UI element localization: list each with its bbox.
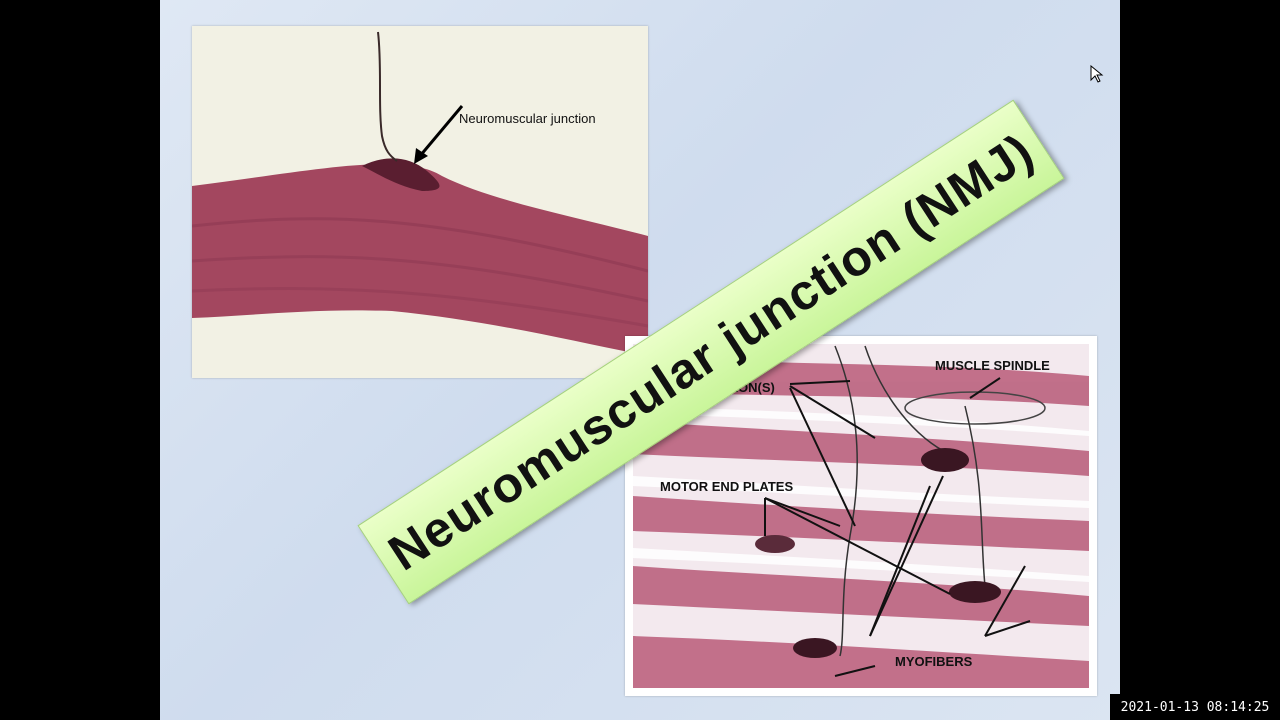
- myofibers-label: MYOFIBERS: [895, 654, 973, 669]
- presentation-slide: Neuromuscular junction: [160, 0, 1120, 720]
- micrograph-image-1: [192, 26, 648, 378]
- motor-end-plates-micrograph: MUSCLE SPINDLE AXON(S) MOTOR END PLATES …: [625, 336, 1097, 696]
- nmj-micrograph: Neuromuscular junction: [192, 26, 648, 378]
- motor-end-plates-label: MOTOR END PLATES: [660, 479, 794, 494]
- muscle-spindle-label: MUSCLE SPINDLE: [935, 358, 1050, 373]
- timestamp-overlay: 2021-01-13 08:14:25: [1110, 694, 1280, 720]
- nmj-label: Neuromuscular junction: [459, 111, 596, 126]
- mouse-cursor-icon: [1090, 65, 1104, 83]
